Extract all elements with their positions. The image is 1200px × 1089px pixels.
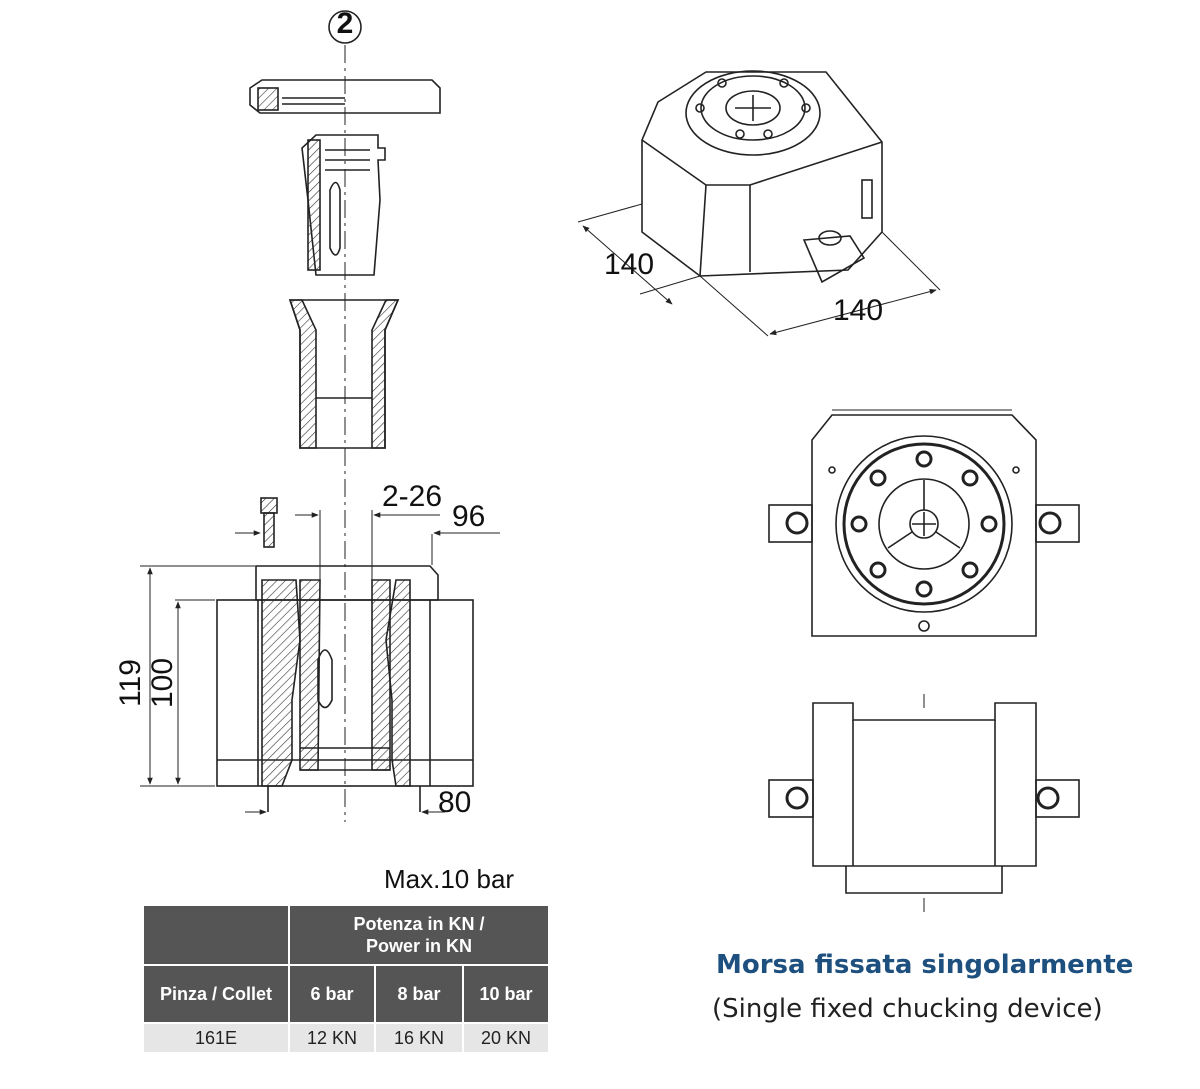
cell-6bar: 12 KN	[288, 1022, 376, 1054]
pressure-note: Max.10 bar	[384, 864, 515, 894]
table-col-8bar: 8 bar	[374, 964, 464, 1024]
callout-circle	[328, 10, 362, 44]
exploded-section-view	[216, 10, 474, 822]
dim-side-b: 140	[833, 294, 883, 327]
caption-subtitle: (Single fixed chucking device)	[712, 994, 1103, 1024]
dim-range: 2-26	[382, 480, 442, 513]
table-col-10bar: 10 bar	[462, 964, 550, 1024]
table-col-6bar: 6 bar	[288, 964, 376, 1024]
table-corner	[142, 904, 290, 966]
dimension-lines	[140, 510, 500, 815]
dim-width-top: 96	[452, 500, 485, 533]
isometric-view	[577, 70, 941, 337]
dim-height-total: 119	[114, 659, 147, 707]
table-row: 161E 12 KN 16 KN 20 KN	[142, 1022, 550, 1054]
cell-8bar: 16 KN	[374, 1022, 464, 1054]
dim-side-a: 140	[604, 248, 654, 281]
callout-number: 2	[337, 7, 354, 40]
caption-title: Morsa fissata singolarmente	[716, 950, 1134, 980]
dim-height-body: 100	[146, 658, 179, 708]
front-view	[768, 694, 1080, 912]
cell-collet: 161E	[142, 1022, 290, 1054]
power-table: Potenza in KN / Power in KN Pinza / Coll…	[142, 904, 550, 1054]
top-view	[768, 409, 1080, 637]
table-col-collet: Pinza / Collet	[142, 964, 290, 1024]
cell-10bar: 20 KN	[462, 1022, 550, 1054]
table-header-power: Potenza in KN / Power in KN	[288, 904, 550, 966]
dim-base: 80	[438, 786, 471, 819]
